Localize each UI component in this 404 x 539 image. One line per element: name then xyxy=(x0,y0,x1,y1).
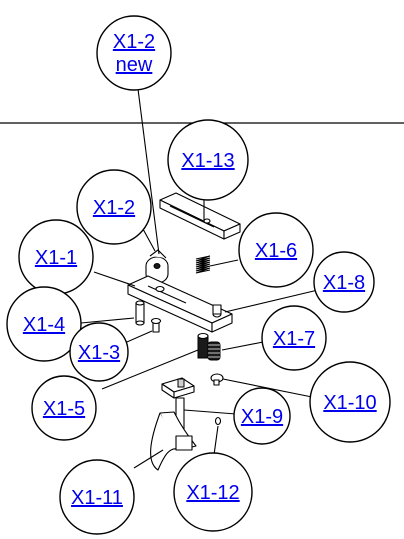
callout-label[interactable]: X1-7 xyxy=(273,328,315,350)
callout-label[interactable]: X1-5 xyxy=(43,398,85,420)
callout-x1-8[interactable]: X1-8 xyxy=(313,251,375,313)
callout-x1-12[interactable]: X1-12 xyxy=(173,452,253,532)
callout-x1-2-new[interactable]: X1-2 new xyxy=(96,15,172,91)
leader-lines xyxy=(80,88,319,469)
callout-x1-6[interactable]: X1-6 xyxy=(238,212,314,288)
part-x1-4-pin xyxy=(135,300,145,326)
callout-x1-7[interactable]: X1-7 xyxy=(261,305,327,371)
part-x1-3-screw xyxy=(150,317,162,333)
callout-x1-11[interactable]: X1-11 xyxy=(59,459,135,535)
part-x1-6-spring xyxy=(195,255,211,274)
callout-label-line1[interactable]: X1-2 xyxy=(113,31,155,53)
part-x1-1-lever xyxy=(127,275,233,333)
callout-label[interactable]: X1-13 xyxy=(181,150,234,172)
callout-label[interactable]: X1-8 xyxy=(323,272,365,294)
part-x1-7-spring xyxy=(207,341,221,361)
callout-x1-2[interactable]: X1-2 xyxy=(76,169,152,245)
callout-x1-4[interactable]: X1-4 xyxy=(6,286,82,362)
callout-label[interactable]: X1-11 xyxy=(71,487,123,509)
part-x1-10-screw xyxy=(210,373,224,386)
callout-x1-5[interactable]: X1-5 xyxy=(31,375,97,441)
callout-x1-3[interactable]: X1-3 xyxy=(69,322,129,382)
part-x1-2-cam xyxy=(145,249,169,284)
part-x1-5-bushing xyxy=(197,332,209,359)
callout-label[interactable]: X1-4 xyxy=(23,314,65,336)
callout-label[interactable]: X1-9 xyxy=(241,406,283,428)
callout-label-line2[interactable]: new xyxy=(116,54,153,76)
part-x1-12-pin xyxy=(214,416,222,426)
callout-label[interactable]: X1-6 xyxy=(255,240,297,262)
callout-label[interactable]: X1-12 xyxy=(186,482,239,504)
callout-label[interactable]: X1-1 xyxy=(35,247,77,269)
part-x1-11-blade xyxy=(150,411,197,471)
parts-drawing xyxy=(127,192,241,471)
callout-x1-10[interactable]: X1-10 xyxy=(309,361,391,443)
callout-label[interactable]: X1-3 xyxy=(78,342,120,364)
part-x1-13-bar xyxy=(159,192,241,240)
callout-label[interactable]: X1-2 xyxy=(93,197,135,219)
callout-label[interactable]: X1-10 xyxy=(323,392,376,414)
callout-x1-1[interactable]: X1-1 xyxy=(18,219,94,295)
callout-x1-9[interactable]: X1-9 xyxy=(233,387,291,445)
callout-x1-13[interactable]: X1-13 xyxy=(167,119,249,201)
